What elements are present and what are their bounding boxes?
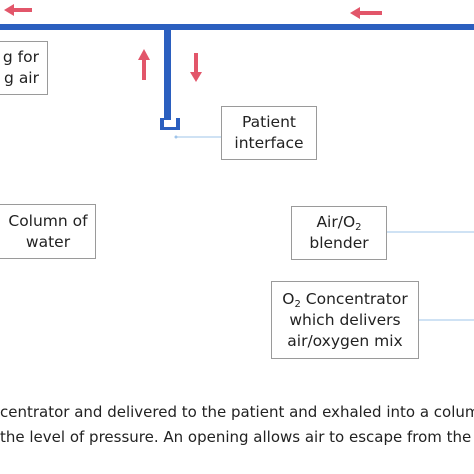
patient-connector-dot [174,135,178,139]
water-column-box: Column of water [0,204,96,259]
blender-line2: blender [309,234,369,252]
patient-interface-line2: interface [234,134,304,152]
air-oxygen-blender-box: Air/O2 blender [291,206,387,260]
interface-prong-right [176,118,180,130]
flow-arrow-down-icon [190,53,202,82]
concentrator-line3: air/oxygen mix [287,331,403,350]
patient-tube [164,28,171,120]
concentrator-line1: O2 Concentrator [282,289,408,310]
concentrator-line2: which delivers [289,310,401,329]
figure-caption-line1: centrator and delivered to the patient a… [0,403,474,421]
interface-base [160,127,180,130]
main-tube [0,24,474,30]
water-column-line2: water [25,232,71,251]
flow-arrow-left-icon [4,4,32,16]
tubing-label-box: g for g air [0,41,48,95]
blender-line1: Air/O2 [316,213,362,233]
patient-interface-line1: Patient [242,113,296,131]
patient-interface-box: Patient interface [221,106,317,160]
water-column-line1: Column of [8,211,88,230]
flow-arrow-up-icon [138,49,150,80]
tubing-label-line2: g air [4,69,39,87]
flow-arrow-left-icon [350,7,382,19]
figure-caption-line2: the level of pressure. An opening allows… [0,428,474,446]
oxygen-concentrator-box: O2 Concentrator which delivers air/oxyge… [271,281,419,359]
interface-prong-left [160,118,164,130]
tubing-label-line1: g for [2,48,39,66]
